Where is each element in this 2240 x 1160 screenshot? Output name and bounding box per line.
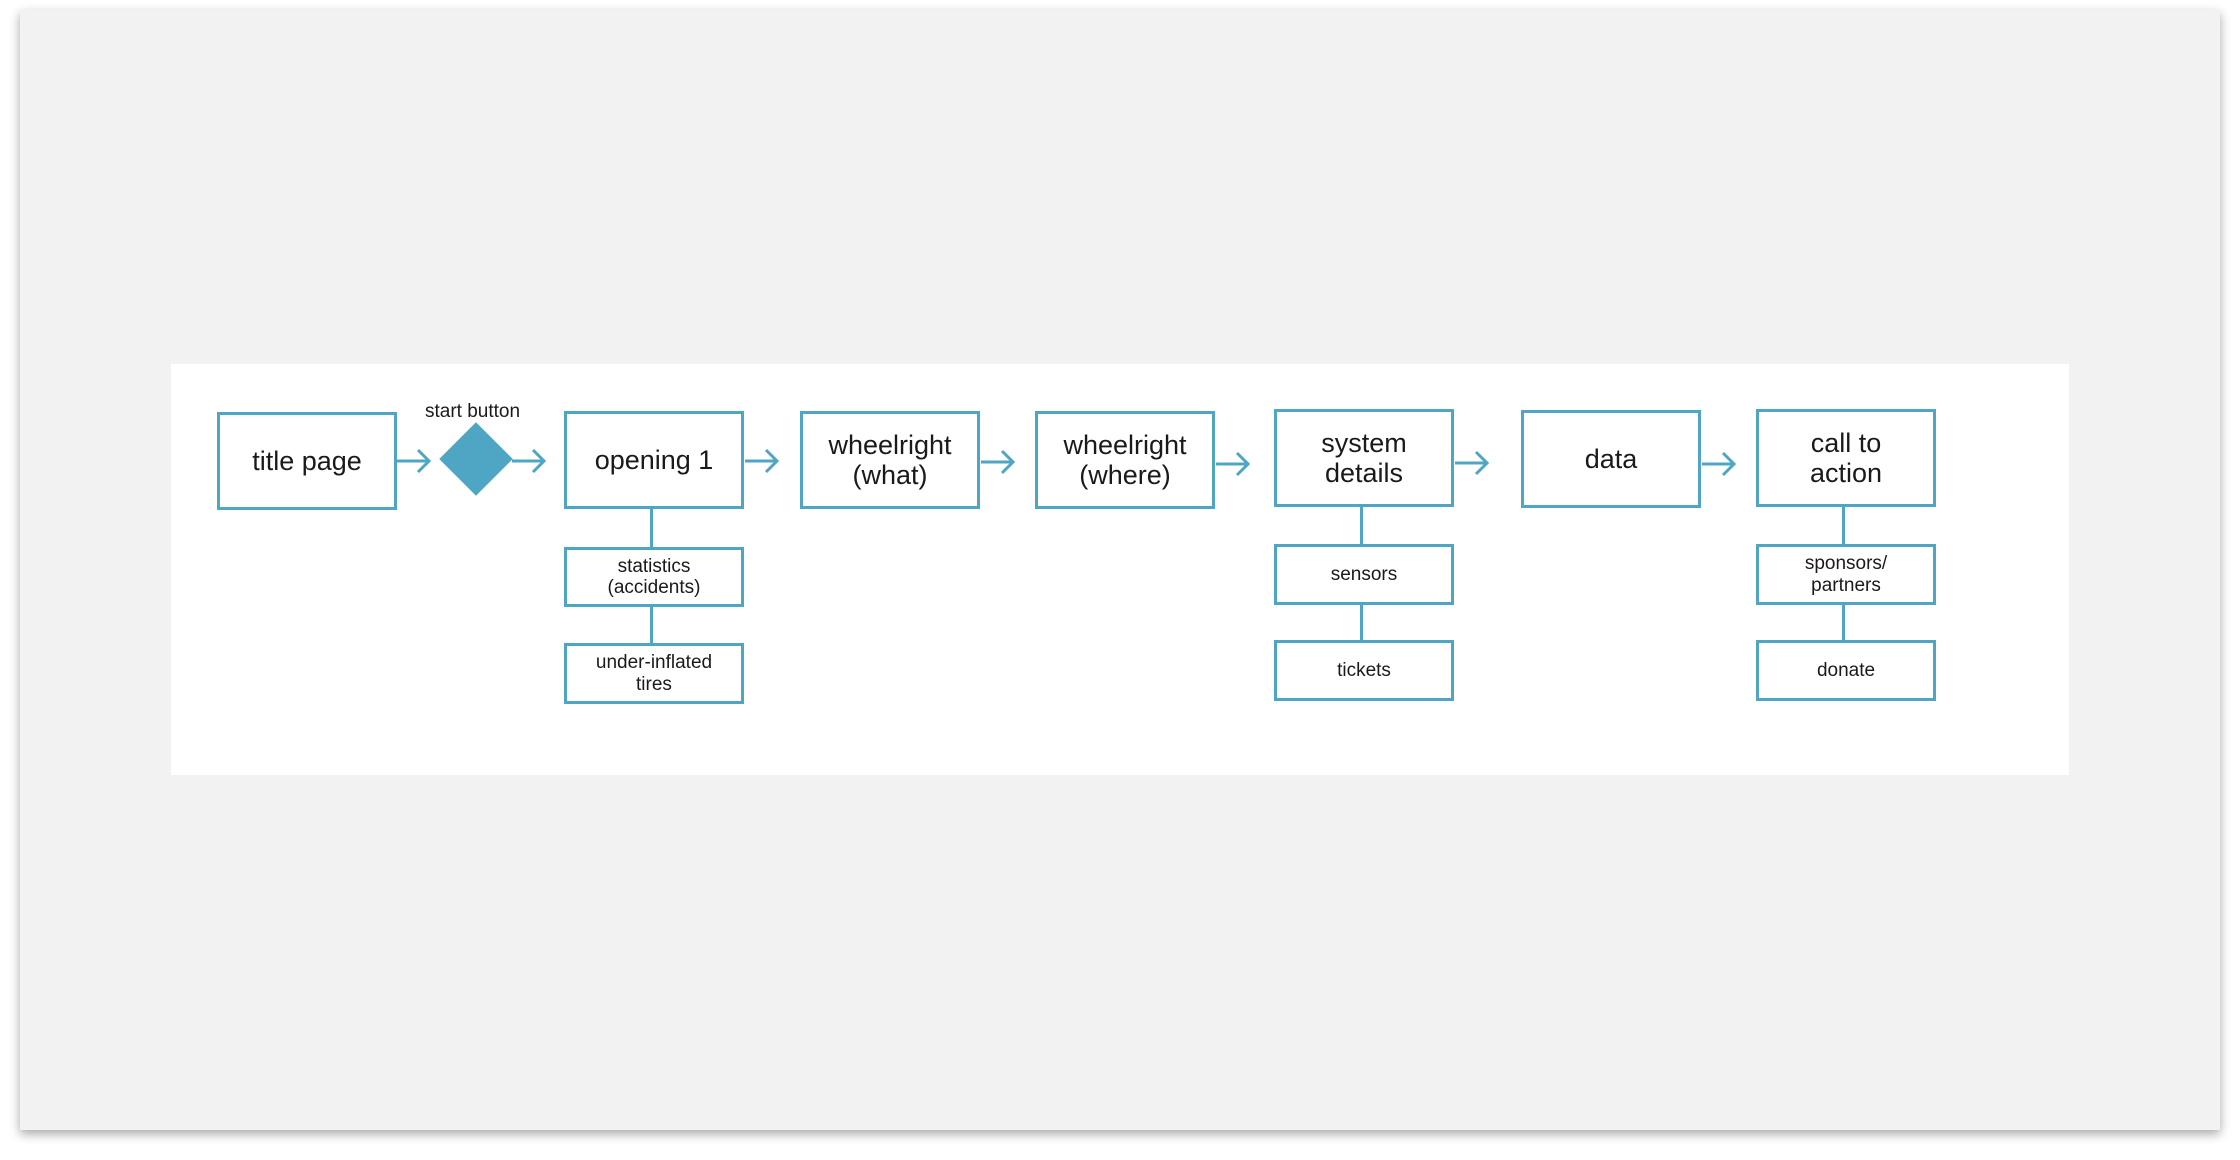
node-wheelright-what[interactable]: wheelright (what): [800, 411, 980, 509]
node-donate[interactable]: donate: [1756, 640, 1936, 701]
arrow-right-icon: [1216, 451, 1251, 477]
arrow-right-icon: [397, 448, 432, 474]
node-call-to-action[interactable]: call to action: [1756, 409, 1936, 507]
node-under-inflated-tires[interactable]: under-inflated tires: [564, 643, 744, 704]
node-title-page[interactable]: title page: [217, 412, 397, 510]
connector-sponsors-donate: [1842, 605, 1845, 640]
node-opening-1[interactable]: opening 1: [564, 411, 744, 509]
node-sponsors-partners[interactable]: sponsors/ partners: [1756, 544, 1936, 605]
connector-opening-statistics: [650, 509, 653, 547]
connector-cta-sponsors: [1842, 507, 1845, 544]
node-statistics[interactable]: statistics (accidents): [564, 547, 744, 607]
arrow-right-icon: [512, 448, 547, 474]
arrow-right-icon: [1455, 450, 1490, 476]
arrow-right-icon: [981, 449, 1016, 475]
connector-sensors-tickets: [1360, 605, 1363, 640]
arrow-right-icon: [1702, 451, 1737, 477]
node-tickets[interactable]: tickets: [1274, 640, 1454, 701]
node-system-details[interactable]: system details: [1274, 409, 1454, 507]
node-data[interactable]: data: [1521, 410, 1701, 508]
connector-system-sensors: [1360, 507, 1363, 544]
arrow-right-icon: [745, 448, 780, 474]
connector-statistics-tires: [650, 607, 653, 643]
start-button-label: start button: [425, 401, 521, 422]
node-sensors[interactable]: sensors: [1274, 544, 1454, 605]
node-wheelright-where[interactable]: wheelright (where): [1035, 411, 1215, 509]
